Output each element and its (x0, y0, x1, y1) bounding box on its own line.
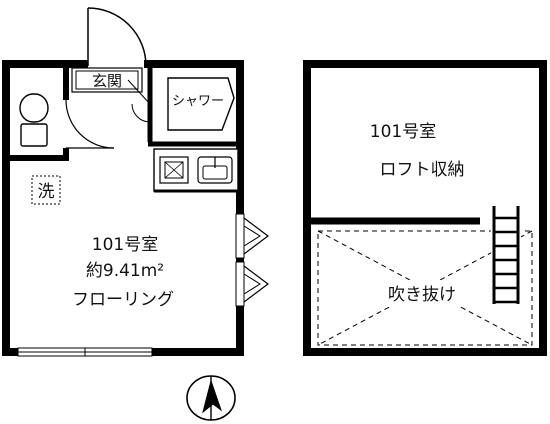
first-floor-plan: 玄関 シャワー (2, 7, 269, 357)
north-arrow-icon (186, 375, 236, 421)
toilet-icon (19, 93, 49, 147)
ladder-icon (491, 206, 521, 304)
void-area: 吹き抜け (317, 230, 533, 346)
washer-label: 洗 (38, 182, 55, 202)
stove-icon (159, 156, 189, 184)
entrance-label: 玄関 (92, 72, 122, 90)
side-window-upper (235, 213, 269, 259)
washer-space: 洗 (31, 175, 61, 205)
toilet-room (6, 66, 115, 161)
room-number-label: 101号室 (92, 235, 158, 255)
side-window-lower (235, 261, 269, 307)
room-area-label: 約9.41m² (86, 261, 164, 281)
entrance-area: 玄関 (71, 67, 143, 93)
kitchen-counter (153, 148, 239, 193)
shower-room: シャワー (127, 66, 242, 147)
shower-label: シャワー (172, 94, 224, 109)
first-floor-walls (2, 60, 244, 356)
loft-plan: 吹き抜け 101号室 ロフト収納 (303, 60, 547, 356)
flooring-label: フローリング (72, 290, 174, 310)
bottom-window (17, 347, 153, 357)
loft-room-number-label: 101号室 (370, 122, 436, 142)
loft-storage-label: ロフト収納 (380, 160, 465, 180)
void-label: 吹き抜け (388, 285, 456, 305)
sink-icon (197, 156, 233, 184)
entrance-door (87, 7, 147, 67)
